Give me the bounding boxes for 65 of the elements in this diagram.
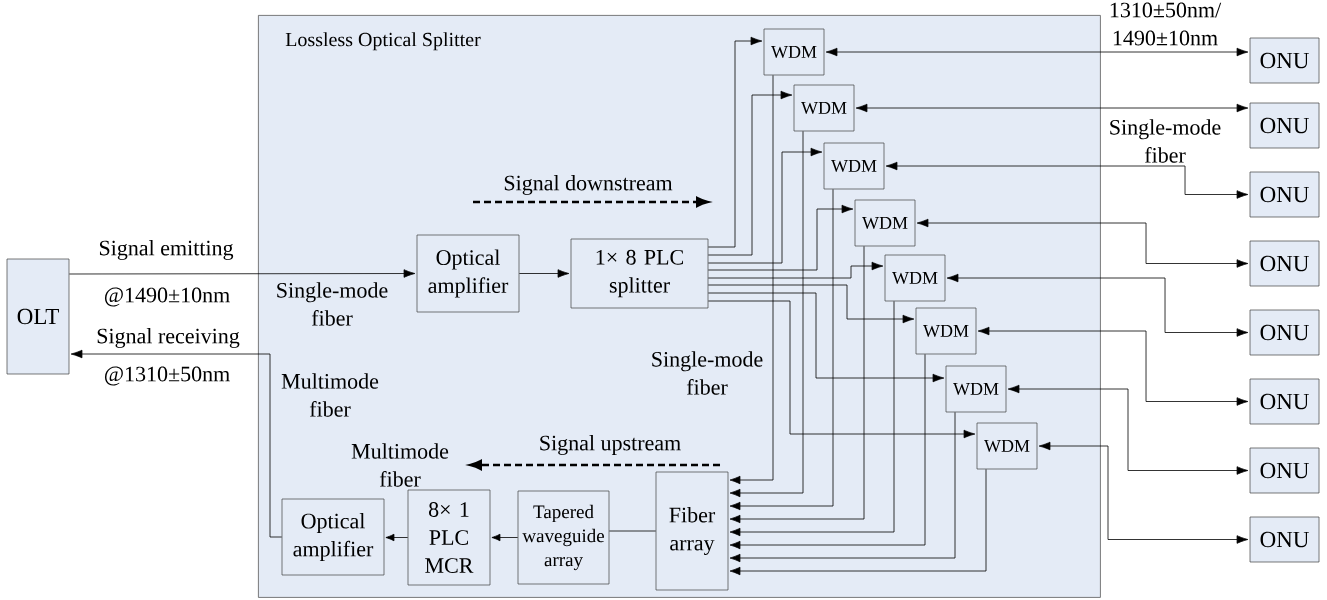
onu-box: ONU	[1249, 102, 1320, 149]
connector	[977, 326, 1249, 406]
connector	[707, 147, 823, 264]
onu-box: ONU	[1249, 447, 1320, 494]
text-label: Signal upstream	[540, 435, 681, 455]
text-label: Single-mode fiber	[652, 351, 763, 395]
connector	[68, 269, 416, 278]
connector	[729, 245, 865, 524]
connector	[729, 411, 956, 563]
connector	[70, 349, 283, 538]
edge-label: Signal emitting	[97, 239, 235, 261]
fiber-array-box: Fiber array	[655, 471, 729, 591]
connector	[707, 292, 945, 383]
connector	[825, 47, 1249, 57]
connector	[885, 161, 1249, 199]
connector	[855, 103, 1249, 113]
text-label: Single-mode fiber	[1110, 119, 1221, 163]
connector	[1038, 441, 1249, 544]
waveguide-box: Tapered waveguide array	[517, 490, 610, 585]
connector	[707, 300, 976, 439]
edge-label: Signal receiving	[95, 327, 241, 349]
wdm-box: WDM	[763, 28, 825, 76]
text-label: Signal downstream	[504, 175, 673, 195]
wdm-box: WDM	[823, 142, 885, 190]
text-label: 1310±50nm/ 1490±10nm	[1110, 2, 1222, 46]
connector	[1007, 384, 1249, 475]
onu-box: ONU	[1249, 516, 1320, 563]
text-label: Multimode fiber	[281, 373, 379, 417]
connector	[385, 533, 409, 542]
onu-box: ONU	[1249, 37, 1320, 84]
connector	[707, 261, 884, 279]
onu-box: ONU	[1249, 240, 1320, 287]
amplifier-box: Optical amplifier	[281, 498, 385, 576]
onu-box: ONU	[1249, 309, 1320, 356]
connector	[729, 353, 926, 550]
connector	[729, 188, 834, 511]
text-label: @1490±10nm	[104, 287, 230, 307]
wdm-box: WDM	[793, 84, 855, 132]
combiner-box: 8× 1 PLC MCR	[407, 489, 491, 586]
connector	[729, 74, 774, 485]
connector	[916, 218, 1249, 268]
connector	[518, 269, 570, 278]
connector	[729, 130, 804, 498]
wdm-box: WDM	[976, 422, 1038, 470]
amplifier-box: Optical amplifier	[416, 234, 520, 313]
connector	[946, 273, 1249, 337]
text-label: @1310±50nm	[104, 366, 230, 386]
onu-box: ONU	[1249, 171, 1320, 218]
text-label: Single-mode fiber	[277, 282, 388, 326]
connector	[491, 533, 519, 542]
splitter-box: 1× 8 PLC splitter	[570, 238, 709, 309]
wdm-box: WDM	[884, 254, 946, 302]
onu-box: ONU	[1249, 378, 1320, 425]
wdm-box: WDM	[915, 307, 977, 355]
wdm-box: WDM	[945, 365, 1007, 413]
connector	[707, 36, 763, 248]
connector	[729, 300, 895, 537]
connector	[608, 530, 657, 532]
connector	[707, 284, 915, 324]
connector	[707, 90, 793, 256]
wdm-box: WDM	[854, 199, 916, 247]
connector	[707, 204, 854, 271]
connector	[729, 468, 987, 576]
text-label: Multimode fiber	[351, 443, 449, 487]
terminal-box: OLT	[6, 258, 70, 375]
